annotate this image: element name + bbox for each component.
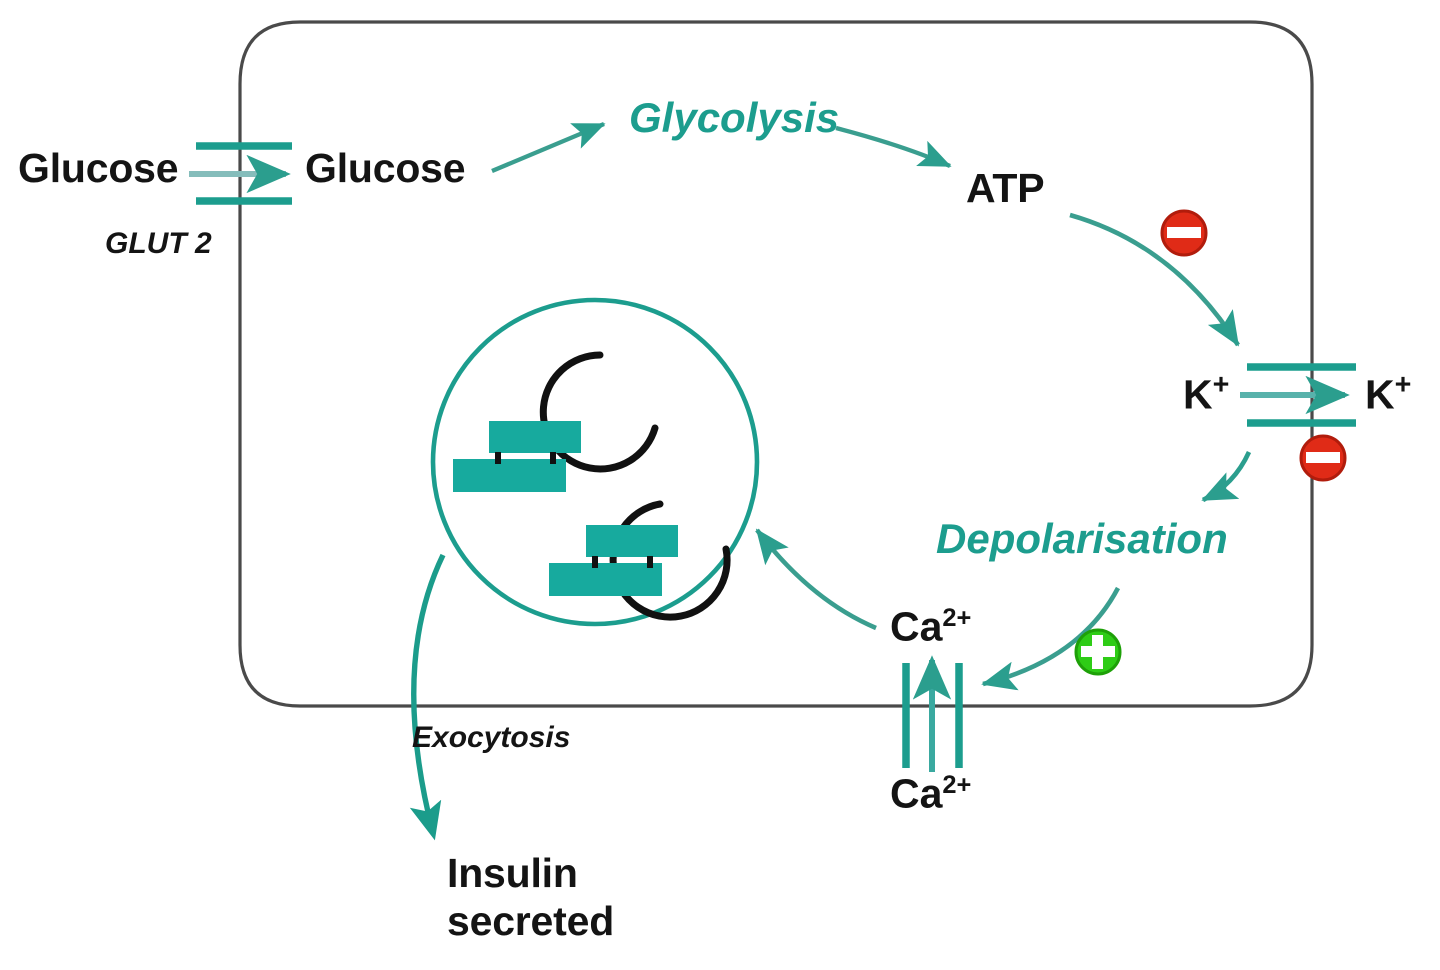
- minus-sign-icon: [1299, 434, 1347, 482]
- arrow-k-channel-to-depolarisation: [1201, 451, 1252, 503]
- plus-sign-icon: [1074, 628, 1122, 676]
- arrow-calcium-to-vesicle: [755, 528, 877, 631]
- arrow-glycolysis-to-atp: [835, 125, 952, 168]
- c-peptide-arc-icon: [609, 500, 731, 621]
- glut2-transporter-icon: [189, 142, 292, 205]
- potassium-channel-icon: [1240, 363, 1356, 427]
- arrow-glucose-to-glycolysis: [491, 122, 606, 173]
- minus-sign-icon: [1160, 209, 1208, 257]
- insulin-molecule-icon: [453, 421, 581, 492]
- label-calcium-intracellular: Ca2+: [890, 605, 971, 649]
- cell-membrane: [238, 20, 1314, 708]
- calcium-channel-icon: [902, 655, 963, 772]
- label-calcium-extracellular: Ca2+: [890, 772, 971, 816]
- label-potassium-extracellular-text: K: [1365, 371, 1395, 418]
- arrow-depolarisation-to-ca-channel: [981, 586, 1121, 691]
- arrow-atp-to-k-channel: [1069, 212, 1240, 347]
- label-potassium-intracellular: K+: [1183, 370, 1229, 417]
- label-atp: ATP: [966, 165, 1045, 211]
- label-potassium-extracellular: K+: [1365, 370, 1411, 417]
- label-glucose-extracellular: Glucose: [18, 145, 179, 191]
- label-insulin-secreted-line1: Insulin: [447, 850, 578, 896]
- label-calcium-intracellular-text: Ca: [890, 603, 943, 650]
- label-potassium-intracellular-text: K: [1183, 371, 1213, 418]
- label-exocytosis: Exocytosis: [412, 721, 571, 754]
- label-depolarisation: Depolarisation: [936, 515, 1228, 562]
- label-glucose-intracellular: Glucose: [305, 145, 466, 191]
- label-calcium-intracellular-charge: 2+: [942, 604, 972, 632]
- label-insulin-secreted-line2: secreted: [447, 898, 615, 945]
- arrow-exocytosis: [409, 553, 446, 841]
- insulin-molecule-icon: [549, 525, 678, 596]
- label-potassium-extracellular-charge: +: [1394, 369, 1412, 401]
- label-glycolysis: Glycolysis: [629, 94, 840, 141]
- label-calcium-extracellular-charge: 2+: [942, 771, 972, 799]
- insulin-vesicle: [430, 297, 760, 627]
- label-glut2: GLUT 2: [105, 227, 212, 260]
- label-calcium-extracellular-text: Ca: [890, 770, 943, 817]
- label-potassium-intracellular-charge: +: [1212, 369, 1230, 401]
